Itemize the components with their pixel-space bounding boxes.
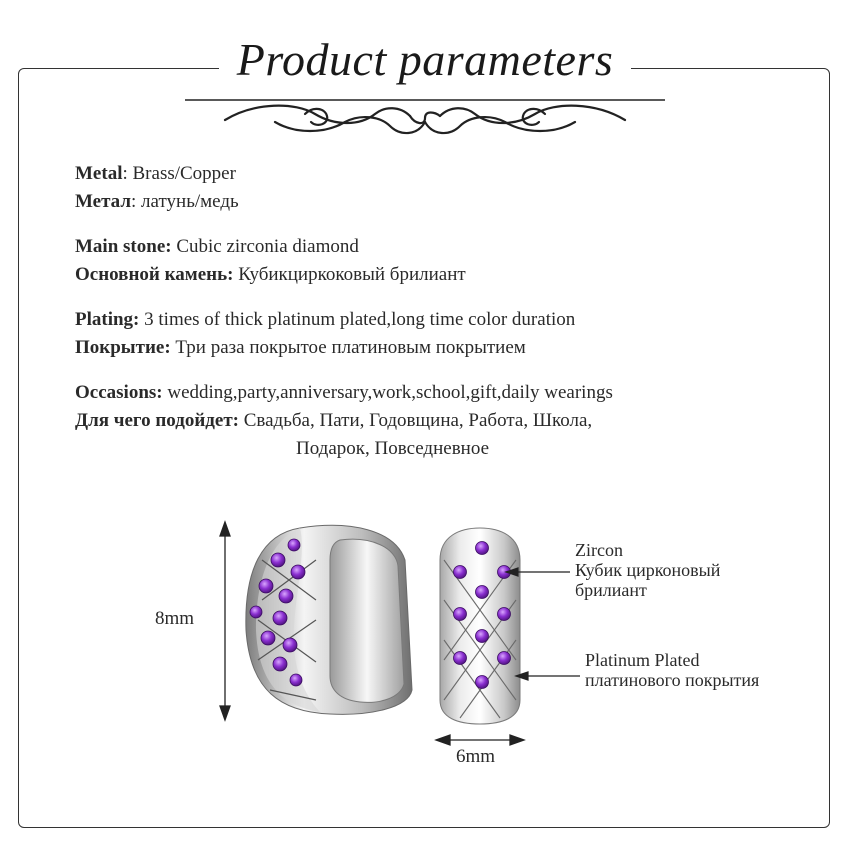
page-title: Product parameters (218, 30, 632, 90)
stone-value-en: Cubic zirconia diamond (171, 236, 359, 257)
plating-label-ru: Покрытие: (75, 337, 171, 358)
occasions-value-en: wedding,party,anniversary,work,school,gi… (162, 382, 613, 403)
param-metal: Metal: Brass/Copper Метал: латунь/медь (75, 160, 815, 216)
occasions-value-ru-2: Подарок, Повседневное (296, 438, 490, 459)
zircon-ru-2: брилиант (575, 580, 647, 600)
parameters-list: Metal: Brass/Copper Метал: латунь/медь M… (75, 160, 815, 480)
plated-callout-arrow (514, 671, 580, 681)
param-stone: Main stone: Cubic zirconia diamond Основ… (75, 233, 815, 289)
param-plating: Plating: 3 times of thick platinum plate… (75, 306, 815, 362)
front-earring-icon (439, 527, 521, 725)
width-dimension-arrow (434, 734, 526, 746)
plating-value-en: 3 times of thick platinum plated,long ti… (139, 309, 576, 330)
stone-label-ru: Основной камень: (75, 264, 234, 285)
height-label: 8mm (155, 608, 195, 629)
plated-en: Platinum Plated (585, 650, 700, 670)
stone-label-en: Main stone: (75, 236, 172, 257)
zircon-en: Zircon (575, 540, 623, 560)
param-occasions: Occasions: wedding,party,anniversary,wor… (75, 379, 815, 463)
plated-ru: платинового покрытия (585, 670, 760, 690)
title-bar: Product parameters (0, 30, 850, 90)
plating-label-en: Plating: (75, 309, 140, 330)
occasions-value-ru: Свадьба, Пати, Годовщина, Работа, Школа, (238, 410, 593, 431)
metal-label-ru: Метал (75, 191, 132, 212)
occasions-label-ru: Для чего подойдет: (75, 410, 239, 431)
zircon-callout-arrow (504, 567, 570, 577)
plating-value-ru: Три раза покрытое платиновым покрытием (170, 337, 526, 358)
height-dimension-arrow (219, 520, 231, 722)
occasions-label-en: Occasions: (75, 382, 163, 403)
zircon-ru-1: Кубик цирконовый (575, 560, 721, 580)
flourish-ornament-icon (185, 99, 665, 135)
metal-label-en: Metal (75, 163, 123, 184)
zircon-callout: Zircon Кубик цирконовый брилиант (575, 540, 720, 600)
metal-value-en: : Brass/Copper (122, 163, 236, 184)
plated-callout: Platinum Plated платинового покрытия (585, 650, 759, 690)
width-label: 6mm (456, 746, 496, 767)
metal-value-ru: : латунь/медь (131, 191, 239, 212)
side-earring-icon (245, 524, 413, 715)
stone-value-ru: Кубикциркоковый брилиант (233, 264, 466, 285)
